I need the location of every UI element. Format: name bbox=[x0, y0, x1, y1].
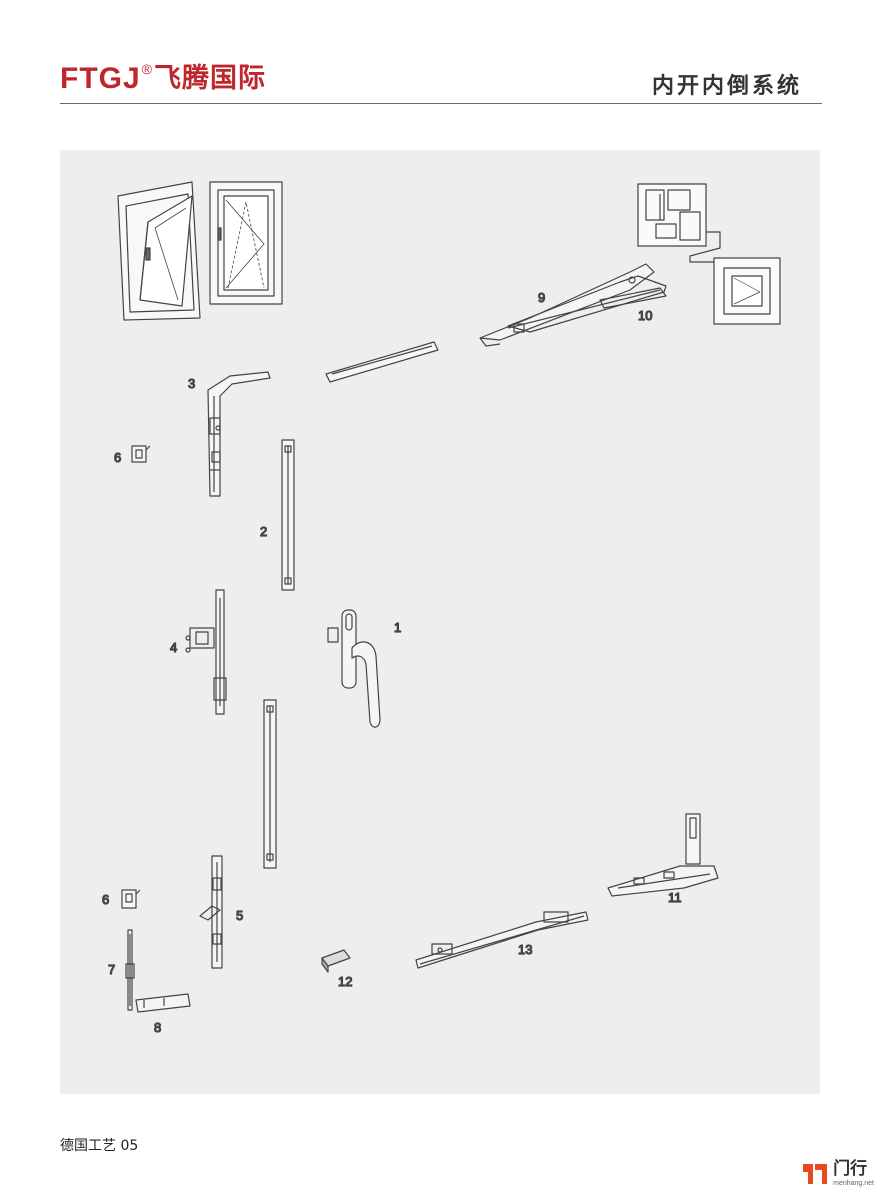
connecting-rod-top bbox=[325, 341, 439, 383]
window-handle-part-1 bbox=[327, 609, 381, 728]
part-number-label: 9 bbox=[538, 290, 545, 305]
stay-arm-part-13 bbox=[415, 911, 589, 969]
part-number-label: 7 bbox=[108, 962, 115, 977]
part-number-label: 8 bbox=[154, 1020, 161, 1035]
keeper-part-6-bottom bbox=[121, 889, 141, 909]
footer-page-label: 德国工艺 05 bbox=[60, 1138, 139, 1154]
corner-drive-part-3 bbox=[207, 371, 271, 497]
slider-part-8 bbox=[135, 993, 191, 1013]
hardware-diagram: 1 2 3 4 5 6 6 7 8 9 10 11 12 13 bbox=[101, 181, 781, 1036]
site-watermark: 门行 menhang.net bbox=[801, 1160, 874, 1188]
part-number-label: 10 bbox=[638, 308, 652, 323]
part-number-label: 6 bbox=[114, 450, 121, 465]
part-number-label: 13 bbox=[518, 942, 532, 957]
page-title: 内开内倒系统 bbox=[651, 74, 802, 99]
part-number-label: 11 bbox=[668, 890, 682, 905]
connecting-rod-part-2 bbox=[281, 439, 295, 591]
part-number-label: 3 bbox=[188, 376, 195, 391]
espagnolette-part-5 bbox=[199, 855, 223, 969]
window-tilt-illustration bbox=[117, 181, 201, 321]
cover-cap-part-12 bbox=[321, 949, 351, 973]
part-number-label: 6 bbox=[102, 892, 109, 907]
locking-part-4 bbox=[185, 589, 227, 715]
window-turn-illustration bbox=[209, 181, 283, 305]
hardware-diagram-panel: 1 2 3 4 5 6 6 7 8 9 10 11 12 13 bbox=[60, 150, 820, 1094]
header-divider bbox=[60, 103, 822, 104]
logo-chinese-text: 飞腾国际 bbox=[154, 63, 266, 94]
keeper-part-6-top bbox=[131, 445, 151, 463]
stay-arm-part-9-10 bbox=[479, 263, 667, 347]
watermark-logo-icon bbox=[803, 1164, 828, 1184]
logo-latin-text: FTGJ bbox=[60, 62, 141, 95]
part-number-label: 2 bbox=[260, 524, 267, 539]
watermark-en-text: menhang.net bbox=[833, 1180, 874, 1187]
part-number-label: 1 bbox=[394, 620, 401, 635]
watermark-cn-text: 门行 bbox=[833, 1159, 868, 1179]
corner-hinge-part-11 bbox=[607, 813, 719, 897]
part-number-label: 5 bbox=[236, 908, 243, 923]
part-number-label: 12 bbox=[338, 974, 352, 989]
registered-mark: ® bbox=[141, 61, 152, 77]
profile-cross-section bbox=[637, 183, 781, 325]
center-keeper-part-7 bbox=[125, 929, 135, 1011]
connecting-rod-lower bbox=[263, 699, 277, 869]
part-number-label: 4 bbox=[170, 640, 177, 655]
brand-logo: FTGJ ® 飞腾国际 bbox=[60, 61, 266, 96]
